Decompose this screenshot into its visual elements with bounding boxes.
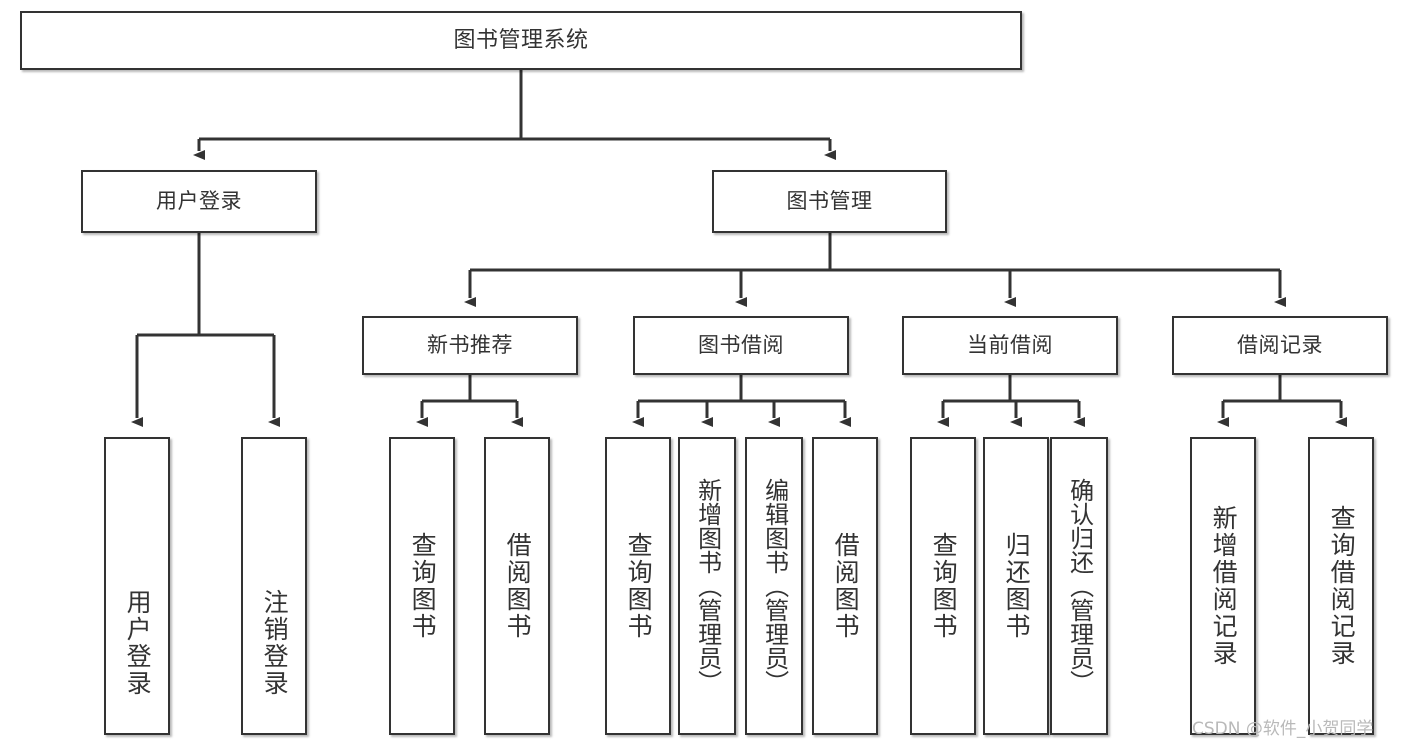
node-label: 查询借阅记录 [1327,505,1357,667]
node-label: 借阅记录 [1237,333,1323,358]
node-label: 借阅图书 [831,532,861,640]
node-label: 注销登录 [260,589,290,697]
node-label: 新增借阅记录 [1209,505,1239,667]
node-label: 查询图书 [624,532,654,640]
node-leaf-confirm-return-admin[interactable]: 确认归还（管理员） [1050,437,1108,735]
node-current-borrow[interactable]: 当前借阅 [902,316,1118,375]
node-leaf-add-borrow-record[interactable]: 新增借阅记录 [1190,437,1256,735]
node-label: 借阅图书 [503,532,533,640]
node-label: 当前借阅 [967,333,1053,358]
node-leaf-logout[interactable]: 注销登录 [241,437,307,735]
node-borrow-record[interactable]: 借阅记录 [1172,316,1388,375]
node-leaf-add-book-admin[interactable]: 新增图书（管理员） [678,437,736,735]
node-label: 查询图书 [408,532,438,640]
node-label: 用户登录 [156,189,242,214]
node-leaf-borrow-book-2[interactable]: 借阅图书 [812,437,878,735]
node-root-system[interactable]: 图书管理系统 [20,11,1022,70]
node-leaf-query-book-2[interactable]: 查询图书 [605,437,671,735]
csdn-watermark: CSDN @软件_小贺同学 [1192,719,1374,739]
node-label: 用户登录 [123,589,153,697]
node-leaf-borrow-book-1[interactable]: 借阅图书 [484,437,550,735]
node-label: 图书借阅 [698,333,784,358]
node-book-borrow[interactable]: 图书借阅 [633,316,849,375]
node-new-book-recommend[interactable]: 新书推荐 [362,316,578,375]
node-label: 查询图书 [929,532,959,640]
node-leaf-user-login[interactable]: 用户登录 [104,437,170,735]
node-leaf-query-book-3[interactable]: 查询图书 [910,437,976,735]
node-user-login[interactable]: 用户登录 [81,170,317,233]
node-leaf-query-book-1[interactable]: 查询图书 [389,437,455,735]
node-leaf-edit-book-admin[interactable]: 编辑图书（管理员） [745,437,803,735]
node-book-management[interactable]: 图书管理 [712,170,947,233]
node-leaf-return-book[interactable]: 归还图书 [983,437,1049,735]
node-label: 归还图书 [1002,532,1032,640]
node-label: 新书推荐 [427,333,513,358]
node-label: 确认归还（管理员） [1065,478,1094,694]
node-leaf-query-borrow-record[interactable]: 查询借阅记录 [1308,437,1374,735]
node-label: 新增图书（管理员） [693,478,722,694]
node-label: 图书管理 [786,189,873,214]
node-label: 图书管理系统 [453,27,589,53]
node-label: 编辑图书（管理员） [760,478,789,694]
